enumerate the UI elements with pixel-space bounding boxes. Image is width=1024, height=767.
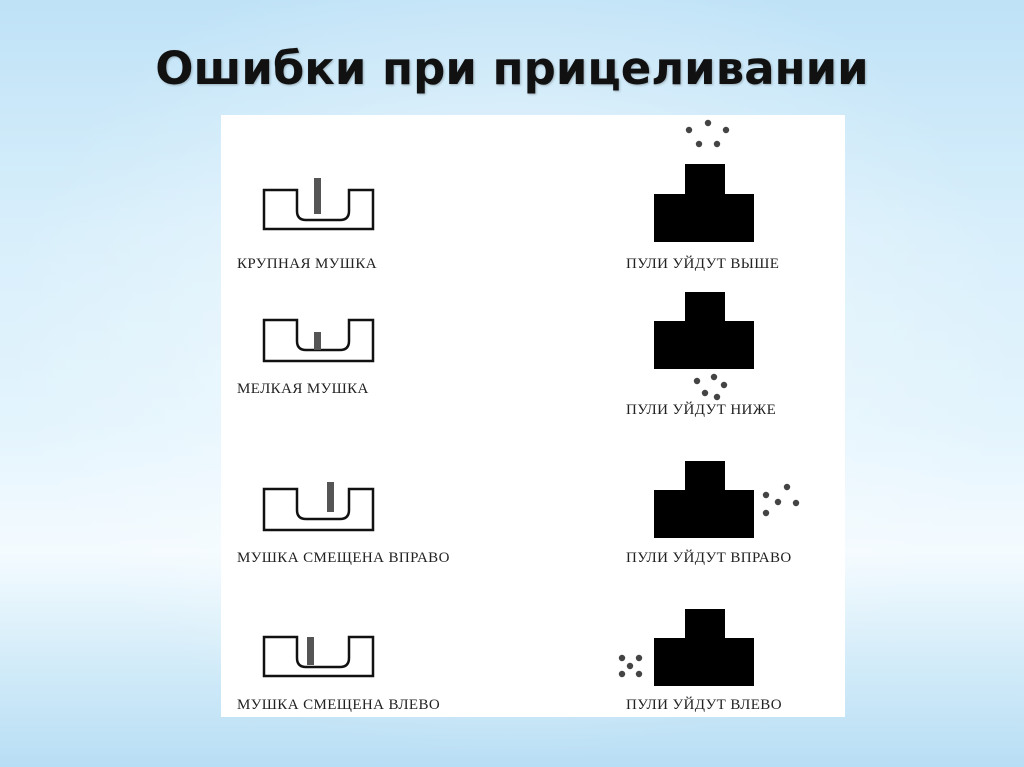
caption-small-front-sight: МЕЛКАЯ МУШКА — [237, 381, 369, 397]
caption-bullets-right: ПУЛИ УЙДУТ ВПРАВО — [626, 550, 792, 566]
caption-front-sight-right: МУШКА СМЕЩЕНА ВПРАВО — [237, 550, 450, 566]
rear-sight-large-front — [262, 178, 375, 231]
caption-large-front-sight: КРУПНАЯ МУШКА — [237, 256, 377, 272]
target-silhouette — [654, 292, 754, 369]
caption-bullets-higher: ПУЛИ УЙДУТ ВЫШЕ — [626, 256, 780, 272]
diagram-panel: КРУПНАЯ МУШКА ПУЛИ УЙДУТ ВЫШЕ МЕЛКАЯ МУШ… — [221, 115, 845, 717]
caption-front-sight-left: МУШКА СМЕЩЕНА ВЛЕВО — [237, 697, 441, 713]
rear-sight-front-shifted-left — [262, 635, 375, 678]
caption-bullets-lower: ПУЛИ УЙДУТ НИЖЕ — [626, 402, 777, 418]
front-sight-post — [314, 178, 321, 214]
front-sight-post — [327, 482, 334, 512]
target-silhouette — [654, 609, 754, 686]
front-sight-post — [314, 332, 321, 350]
bullet-holes-right — [762, 483, 800, 517]
slide-title: Ошибки при прицеливании — [155, 42, 869, 95]
rear-sight-front-shifted-right — [262, 482, 375, 532]
target-silhouette — [654, 461, 754, 538]
diagram-drawing — [262, 119, 800, 686]
bullet-holes-high — [685, 119, 730, 148]
bullet-holes-left — [618, 654, 643, 678]
bullet-holes-low — [693, 373, 728, 401]
front-sight-post — [307, 637, 314, 665]
rear-sight-small-front — [262, 318, 375, 363]
target-silhouette — [654, 164, 754, 242]
caption-bullets-left: ПУЛИ УЙДУТ ВЛЕВО — [626, 697, 782, 713]
